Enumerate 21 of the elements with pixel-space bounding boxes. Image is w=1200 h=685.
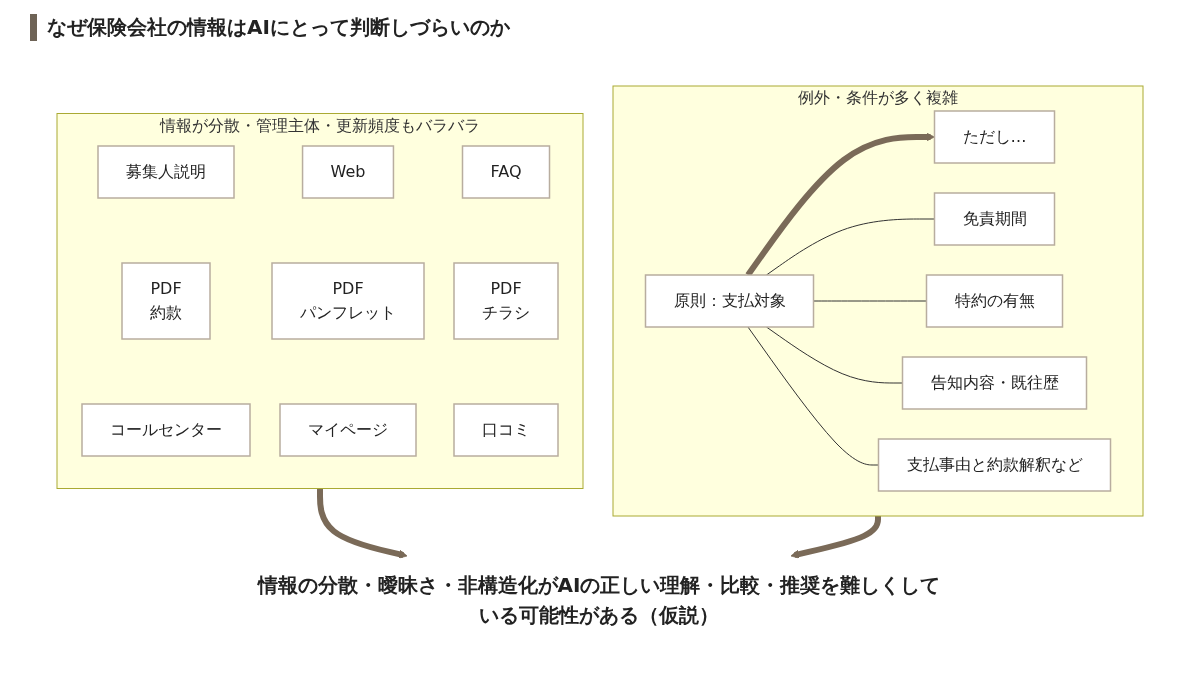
node-box: 原則：支払対象: [644, 274, 815, 328]
title: なぜ保険会社の情報はAIにとって判断しづらいのか: [30, 14, 510, 41]
node-box: PDF 約款: [121, 262, 211, 340]
node-box: マイページ: [279, 403, 417, 457]
node-text: 情報の分散・曖昧さ・非構造化がAIの正しい理解・比較・推奨を難しくしている可能性がある（仮説）: [257, 573, 941, 627]
node-box: 口コミ: [453, 403, 559, 457]
node-box: 告知内容・既往歴: [901, 356, 1088, 410]
node-box: PDF チラシ: [453, 262, 559, 340]
node-box: PDF パンフレット: [271, 262, 425, 340]
connector: [765, 218, 935, 276]
arrow: [317, 488, 408, 559]
node-box: FAQ: [461, 145, 551, 199]
node-box: 特約の有無: [925, 274, 1064, 328]
node-box: Web: [301, 145, 395, 199]
arrow: [745, 132, 935, 277]
connector: [747, 326, 879, 466]
node-box: 支払事由と約款解釈など: [877, 438, 1112, 492]
node-box: 募集人説明: [97, 145, 235, 199]
node-box: 免責期間: [933, 192, 1056, 246]
node-box: ただし…: [933, 110, 1056, 164]
node-box: コールセンター: [81, 403, 251, 457]
